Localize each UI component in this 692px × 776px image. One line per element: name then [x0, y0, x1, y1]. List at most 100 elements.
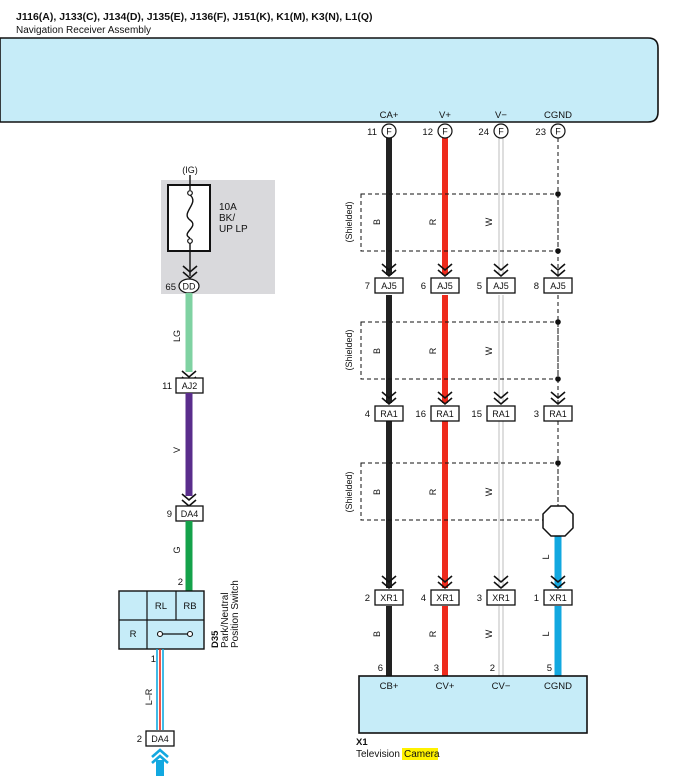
aj5-label-1: AJ5 — [381, 281, 397, 291]
ra1-pin-3: 15 — [471, 409, 482, 420]
xr1-label-4: XR1 — [549, 593, 567, 603]
terminal-ca-plus: CA+ — [380, 110, 399, 121]
shield-label-2: (Shielded) — [344, 329, 354, 370]
xr1-label-1: XR1 — [380, 593, 398, 603]
camera-pin-4: 5 — [547, 663, 552, 674]
receiver-conn-4: F — [555, 127, 561, 137]
ra1-label-4: RA1 — [549, 409, 567, 419]
fuse-name-line1: BK/ — [219, 213, 235, 224]
ra1-pin-1: 4 — [365, 409, 370, 420]
diagram-title: J116(A), J133(C), J134(D), J135(E), J136… — [16, 11, 373, 23]
terminal-cgnd: CGND — [544, 110, 572, 121]
wire-label-l-2: L — [541, 631, 551, 636]
shield-box-2 — [360, 319, 561, 382]
xr1-pin-1: 2 — [365, 593, 370, 604]
xr1-pin-3: 3 — [477, 593, 482, 604]
wire-label-b-1: B — [372, 219, 382, 225]
receiver-pins — [381, 123, 566, 139]
ra1-label-3: RA1 — [492, 409, 510, 419]
fuse-rating: 10A — [219, 202, 237, 213]
xr1-label-2: XR1 — [436, 593, 454, 603]
wire-label-w-3: W — [484, 487, 494, 496]
da4-bottom-connector-label: DA4 — [151, 734, 169, 744]
terminal-v-minus: V− — [495, 110, 507, 121]
wire-label-r-3: R — [428, 488, 438, 495]
aj2-connector-label: AJ2 — [182, 381, 198, 391]
wire-color-labels: B R W B R W B R W L B R W L — [372, 217, 551, 638]
xr1-label-3: XR1 — [492, 593, 510, 603]
aj5-label-2: AJ5 — [437, 281, 453, 291]
ra1-pin-2: 16 — [415, 409, 426, 420]
xr1-pin-2: 4 — [421, 593, 426, 604]
switch-cell-r: R — [130, 629, 137, 640]
connector-chevrons — [181, 263, 566, 590]
bottom-chevron-icon — [151, 748, 169, 764]
fuse-name-line2: UP LP — [219, 224, 248, 235]
wire-label-r-4: R — [428, 630, 438, 637]
television-camera-box — [358, 675, 588, 734]
switch-pin-bottom: 1 — [151, 654, 156, 665]
camera-pin-3: 2 — [490, 663, 495, 674]
ra1-label-1: RA1 — [380, 409, 398, 419]
aj5-pin-3: 5 — [477, 281, 482, 292]
shield-box-1 — [360, 191, 561, 254]
aj5-pin-4: 8 — [534, 281, 539, 292]
switch-code: D35 — [210, 630, 221, 648]
wire-l-r — [156, 649, 164, 730]
camera-terminal-cgnd: CGND — [544, 681, 572, 692]
shield-label-1: (Shielded) — [344, 201, 354, 242]
aj2-connector-pin: 11 — [162, 381, 172, 392]
navigation-receiver-box — [0, 37, 659, 123]
xr1-pin-4: 1 — [534, 593, 539, 604]
terminal-v-plus: V+ — [439, 110, 451, 121]
connector-row-xr1 — [374, 589, 573, 606]
camera-terminal-cv-plus: CV+ — [436, 681, 455, 692]
wire-label-r-2: R — [428, 347, 438, 354]
camera-pin-1: 6 — [378, 663, 383, 674]
shield-ground-octagon — [542, 505, 574, 537]
camera-name-highlight: Camera — [404, 749, 440, 760]
aj5-pin-2: 6 — [421, 281, 426, 292]
receiver-pin-2: 12 — [422, 127, 433, 138]
wire-label-r-1: R — [428, 218, 438, 225]
ig-supply-label: (IG) — [182, 165, 198, 175]
wire-label-w-1: W — [484, 217, 494, 226]
wire-label-b-2: B — [372, 348, 382, 354]
camera-terminal-cv-minus: CV− — [492, 681, 511, 692]
shield-label-3: (Shielded) — [344, 471, 354, 512]
dd-connector-pin: 65 — [165, 282, 176, 293]
wire-label-l-r: L–R — [144, 688, 154, 705]
receiver-conn-3: F — [498, 127, 504, 137]
connector-row-aj5 — [374, 277, 573, 294]
wire-label-lg: LG — [172, 330, 182, 342]
wire-label-b-3: B — [372, 489, 382, 495]
aj5-label-4: AJ5 — [550, 281, 566, 291]
wire-label-w-2: W — [484, 346, 494, 355]
switch-pin-top: 2 — [178, 577, 183, 588]
wire-label-w-4: W — [484, 629, 494, 638]
connector-row-ra1 — [374, 405, 573, 422]
receiver-pin-3: 24 — [478, 127, 489, 138]
wire-label-b-4: B — [372, 631, 382, 637]
ra1-pin-4: 3 — [534, 409, 539, 420]
aj5-label-3: AJ5 — [493, 281, 509, 291]
da4-bottom-connector — [145, 730, 175, 747]
switch-cell-rb: RB — [183, 601, 196, 612]
dd-connector-label: DD — [183, 282, 196, 292]
switch-name-line1: Park/Neutral — [220, 592, 231, 648]
receiver-conn-1: F — [386, 127, 392, 137]
ra1-label-2: RA1 — [436, 409, 454, 419]
da4-connector-pin: 9 — [167, 509, 172, 520]
shield-box-3 — [360, 460, 561, 521]
camera-pin-2: 3 — [434, 663, 439, 674]
wire-label-l-1: L — [541, 554, 551, 559]
receiver-conn-2: F — [442, 127, 448, 137]
camera-code: X1 — [356, 737, 368, 748]
aj5-pin-1: 7 — [365, 281, 370, 292]
fuse-icon — [186, 175, 194, 276]
camera-highlight — [402, 748, 438, 760]
park-neutral-switch — [118, 590, 205, 650]
wire-label-v: V — [172, 447, 182, 453]
switch-name-line2: Position Switch — [230, 580, 241, 648]
